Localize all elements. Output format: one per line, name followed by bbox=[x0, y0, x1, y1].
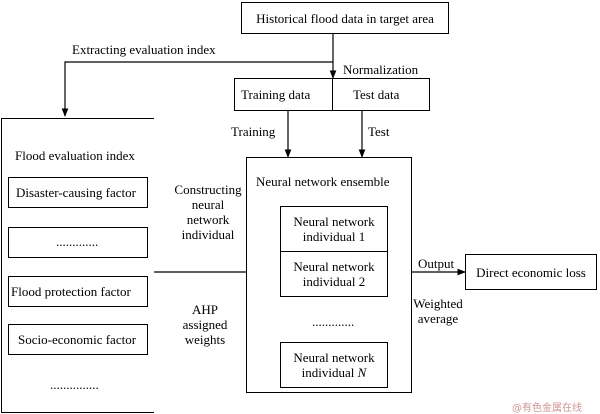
weighted-line: average bbox=[417, 311, 459, 326]
ensemble-title: Neural network ensemble bbox=[256, 174, 390, 189]
nn-line2-prefix: individual bbox=[301, 365, 358, 380]
nn-line1: Neural network bbox=[293, 350, 375, 365]
output-label: Output bbox=[418, 256, 455, 271]
constructing-line: individual bbox=[181, 227, 235, 242]
source-box-label: Historical flood data in target area bbox=[256, 10, 434, 26]
factor-socio-economic: Socio-economic factor bbox=[8, 324, 148, 355]
factor-label: ............. bbox=[56, 234, 99, 249]
factor-flood-protection: Flood protection factor bbox=[8, 276, 148, 307]
arrow-extract-to-index bbox=[61, 61, 333, 117]
source-box: Historical flood data in target area bbox=[241, 2, 449, 34]
factor-label: Disaster-causing factor bbox=[16, 185, 136, 200]
flood-index-panel bbox=[1, 118, 154, 413]
nn-line2-prefix: individual bbox=[302, 229, 359, 244]
extracting-label: Extracting evaluation index bbox=[72, 42, 216, 57]
training-arrow-label: Training bbox=[231, 124, 276, 139]
factor-label: Flood protection factor bbox=[11, 284, 131, 299]
ahp-line: assigned bbox=[182, 317, 228, 332]
output-box-label: Direct economic loss bbox=[476, 264, 586, 280]
ahp-label: AHP assigned weights bbox=[170, 302, 240, 347]
nn-line2-index: N bbox=[357, 365, 367, 380]
factor-disaster-causing: Disaster-causing factor bbox=[8, 177, 148, 208]
nn-line2-index: 2 bbox=[358, 274, 366, 289]
training-data-label: Training data bbox=[241, 87, 311, 102]
data-split-box: Training data Test data bbox=[234, 78, 430, 111]
nn-line2: individual 2 bbox=[303, 274, 365, 289]
index-trailing-dots: ............... bbox=[50, 377, 99, 392]
ahp-line: weights bbox=[184, 332, 226, 347]
nn-line2-prefix: individual bbox=[302, 274, 359, 289]
nn-line1: Neural network bbox=[293, 214, 375, 229]
test-arrow-label: Test bbox=[368, 124, 390, 139]
watermark: @有色金属在线 bbox=[512, 403, 582, 414]
ensemble-dots: ............. bbox=[312, 314, 355, 329]
factor-ellipsis: ............. bbox=[8, 227, 148, 258]
nn-line2-index: 1 bbox=[358, 229, 366, 244]
nn-individual-1: Neural network individual 1 bbox=[280, 206, 388, 252]
ahp-line: AHP bbox=[191, 302, 218, 317]
weighted-line: Weighted bbox=[413, 296, 463, 311]
constructing-label: Constructing neural network individual bbox=[162, 182, 254, 242]
constructing-line: network bbox=[186, 212, 230, 227]
constructing-line: neural bbox=[191, 197, 225, 212]
nn-individual-N: Neural network individual N bbox=[280, 342, 388, 388]
factor-label: Socio-economic factor bbox=[18, 332, 137, 347]
nn-line1: Neural network bbox=[293, 259, 375, 274]
nn-line2: individual N bbox=[302, 365, 367, 380]
normalization-label: Normalization bbox=[343, 62, 419, 77]
output-box: Direct economic loss bbox=[465, 254, 597, 290]
weighted-average-label: Weighted average bbox=[408, 296, 468, 326]
nn-individual-2: Neural network individual 2 bbox=[280, 251, 388, 297]
constructing-line: Constructing bbox=[174, 182, 242, 197]
test-data-label: Test data bbox=[353, 87, 400, 102]
data-split-divider bbox=[332, 79, 334, 110]
flood-index-title: Flood evaluation index bbox=[15, 148, 135, 163]
nn-line2: individual 1 bbox=[303, 229, 365, 244]
